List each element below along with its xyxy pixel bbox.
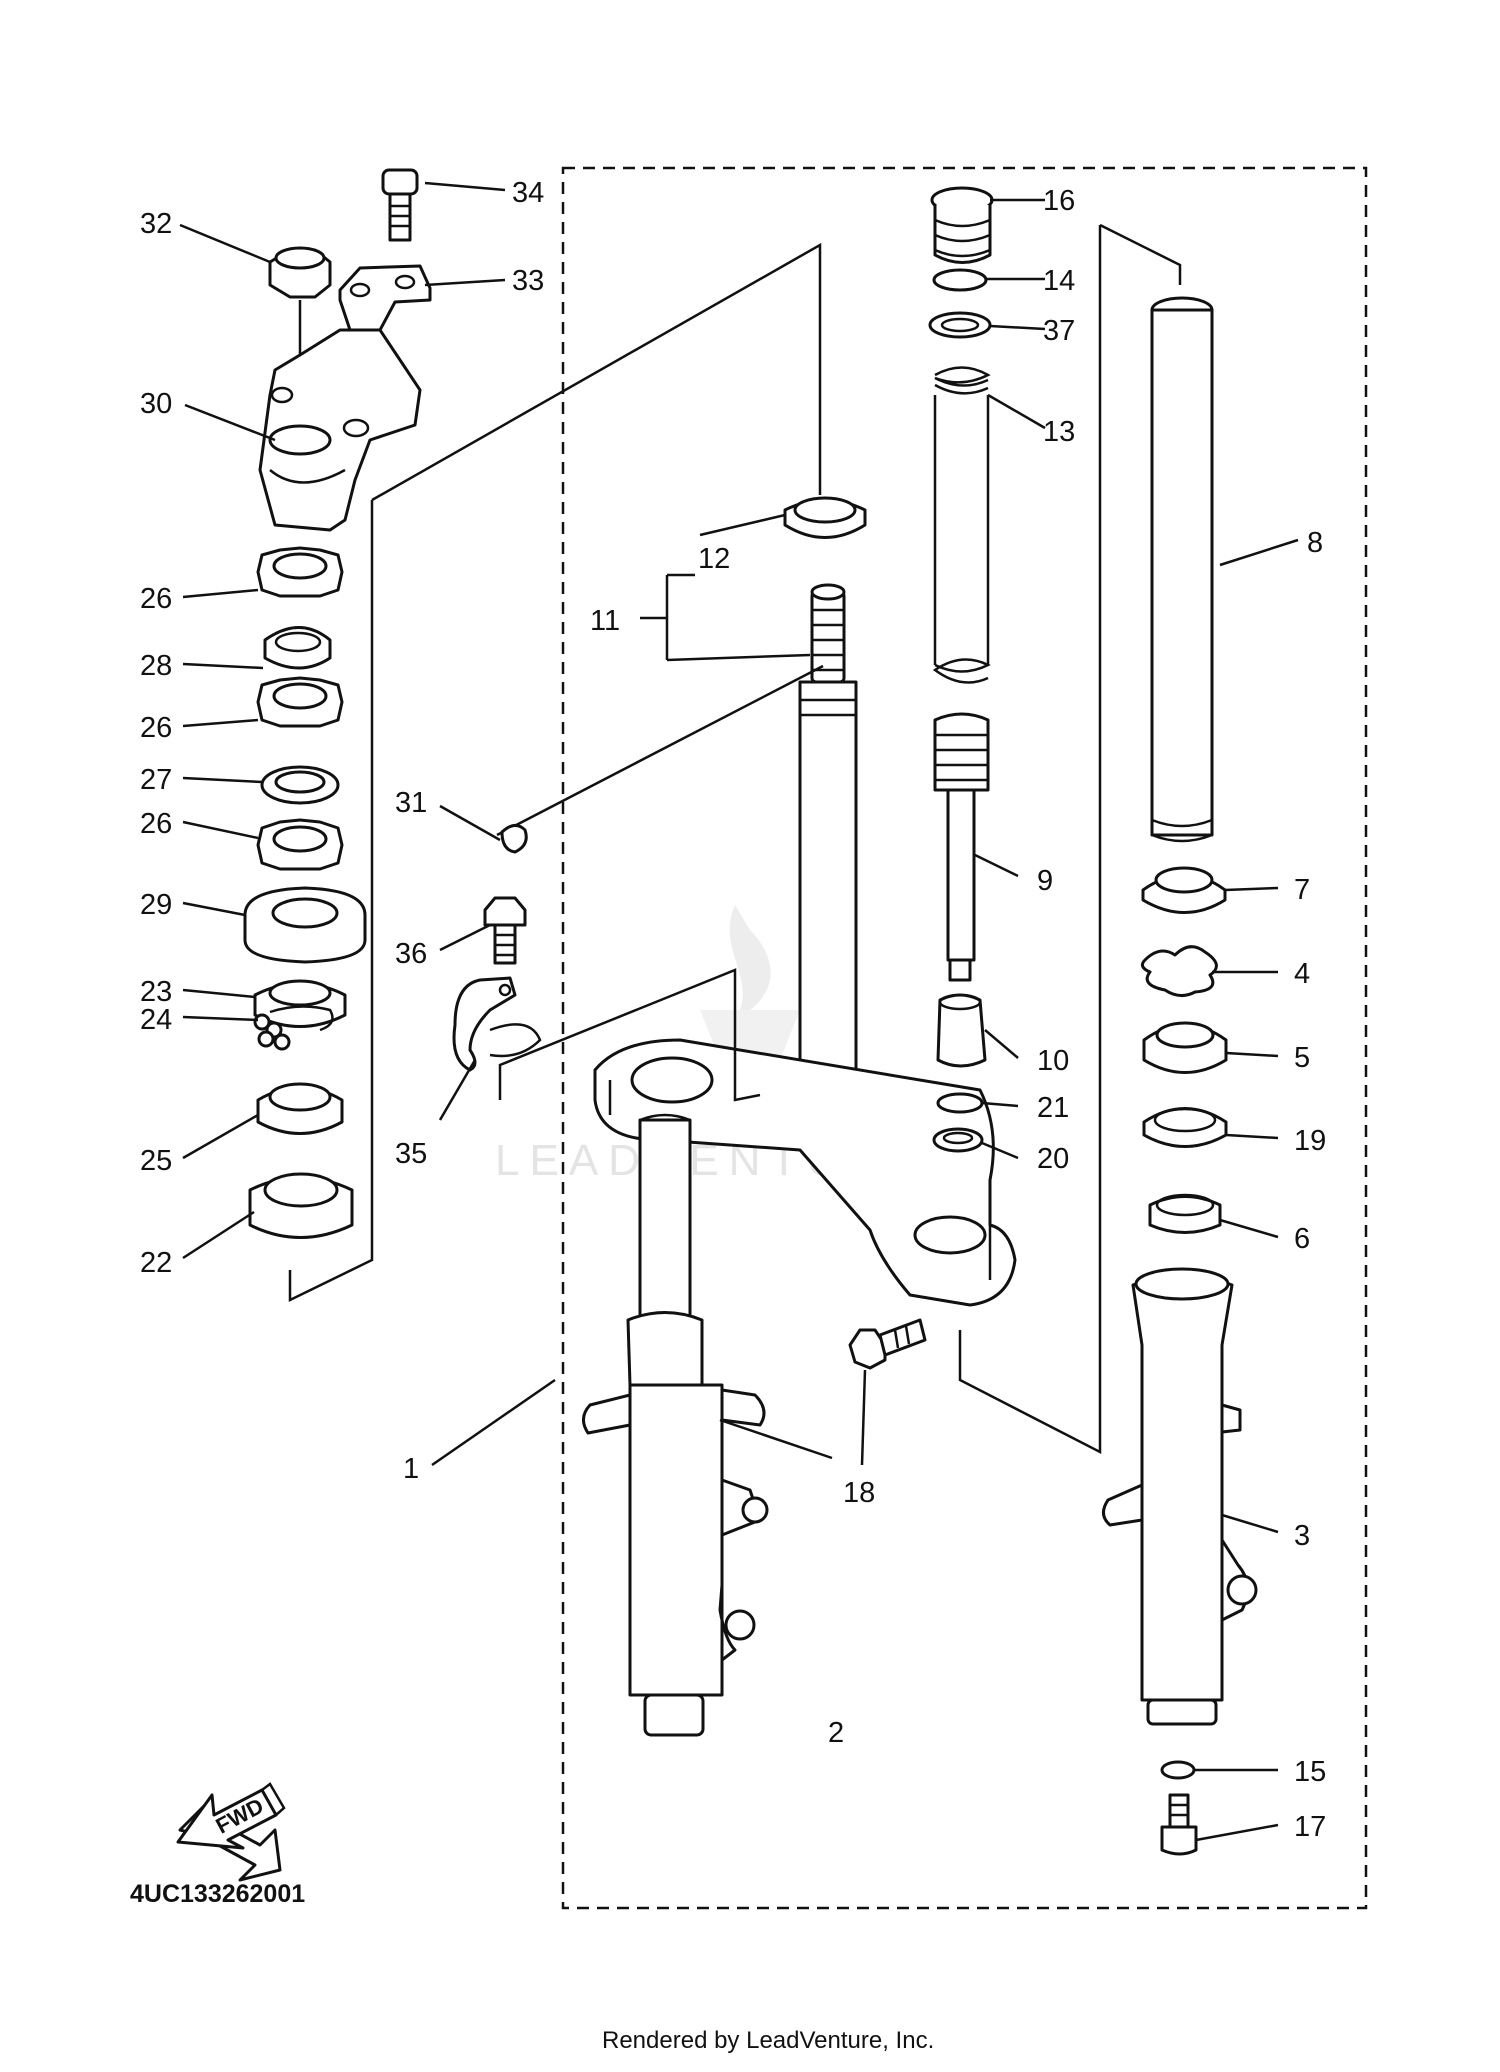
diagram-code: 4UC133262001: [130, 1880, 305, 1908]
part-1-fork-assembly: [638, 1113, 692, 1322]
part-11-steering-stem: [798, 583, 858, 1104]
callout-22: 22: [140, 1247, 172, 1279]
part-14-o-ring: [932, 268, 988, 292]
connector-upper-right: [1099, 223, 1182, 285]
callout-34: 34: [512, 177, 544, 209]
part-35-cable-guide: [452, 976, 542, 1072]
connector-cable-guide: [498, 968, 761, 1102]
callout-4: 4: [1294, 958, 1310, 990]
part-26-ring-nut-middle: [256, 676, 344, 728]
callout-8: 8: [1307, 527, 1323, 559]
connector-right-column: [958, 225, 1102, 1455]
part-26-ring-nut-bottom: [256, 818, 344, 871]
part-23-bearing-race-upper: [253, 979, 347, 1028]
part-13-fork-spring: [932, 366, 991, 684]
part-8-inner-tube: [1150, 296, 1214, 843]
watermark-logo-icon: [700, 905, 800, 1060]
part-9-damper-rod: [933, 712, 990, 982]
callout-7: 7: [1294, 874, 1310, 906]
callout-21: 21: [1037, 1092, 1069, 1124]
part-33-holder-clamp: [338, 264, 432, 332]
callout-15: 15: [1294, 1756, 1326, 1788]
callout-12: 12: [698, 543, 730, 575]
callouts: 1 2 3 4 5 6 7 8 9 10 11 12 13 14 15 16 1…: [140, 177, 1326, 1843]
part-19-washer: [1142, 1107, 1228, 1148]
callout-30: 30: [140, 388, 172, 420]
callout-35: 35: [395, 1138, 427, 1170]
part-6-slide-metal: [1148, 1193, 1222, 1234]
rendered-by-footer: Rendered by LeadVenture, Inc.: [602, 2027, 934, 2054]
callout-6: 6: [1294, 1223, 1310, 1255]
callout-26-bottom: 26: [140, 808, 172, 840]
callout-5: 5: [1294, 1042, 1310, 1074]
part-2-outer-tube-left: [582, 1311, 769, 1737]
part-32-nut: [268, 246, 332, 299]
part-10-oil-lock-piece: [936, 993, 987, 1068]
part-22-dust-seal: [248, 1172, 354, 1239]
leader-31-to-stem: [496, 664, 824, 837]
part-lower-bracket: [593, 1038, 1017, 1307]
callout-2: 2: [828, 1717, 844, 1749]
callout-29: 29: [140, 889, 172, 921]
part-37-washer: [928, 311, 992, 339]
part-18-bolt: [848, 1318, 927, 1370]
part-5-oil-seal: [1142, 1021, 1228, 1074]
part-25-bearing-race-lower: [256, 1082, 344, 1135]
callout-27: 27: [140, 764, 172, 796]
callout-1: 1: [403, 1453, 419, 1485]
connector-upper-stem: [371, 242, 822, 502]
part-7-dust-seal: [1141, 866, 1227, 914]
part-17-bolt: [1160, 1793, 1198, 1856]
part-24-ball-bearings: [253, 1005, 334, 1051]
callout-31: 31: [395, 787, 427, 819]
connector-left-stack: [288, 500, 374, 1303]
part-28-lock-washer: [263, 626, 332, 670]
callout-20: 20: [1037, 1143, 1069, 1175]
callout-13: 13: [1043, 416, 1075, 448]
callout-36: 36: [395, 938, 427, 970]
callout-16: 16: [1043, 185, 1075, 217]
callout-24: 24: [140, 1004, 172, 1036]
fwd-arrow-icon: [176, 1782, 286, 1850]
callout-37: 37: [1043, 315, 1075, 347]
callout-26-middle: 26: [140, 712, 172, 744]
callout-9: 9: [1037, 865, 1053, 897]
assembly-boundary-box: [561, 166, 1368, 1910]
callout-32: 32: [140, 208, 172, 240]
callout-26-top: 26: [140, 583, 172, 615]
callout-11: 11: [590, 605, 620, 637]
part-26-ring-nut-top: [256, 546, 344, 598]
part-3-outer-tube-right: [1102, 1267, 1258, 1726]
part-30-upper-bracket: [258, 328, 422, 532]
callout-19: 19: [1294, 1125, 1326, 1157]
part-34-bolt: [381, 168, 419, 242]
part-31-plug: [500, 824, 528, 854]
callout-18: 18: [843, 1477, 875, 1509]
part-16-cap-bolt: [930, 186, 994, 264]
part-21-circlip: [936, 1092, 984, 1114]
callout-10: 10: [1037, 1045, 1069, 1077]
callout-14: 14: [1043, 265, 1075, 297]
leader-lines: [179, 181, 1299, 1842]
callout-28: 28: [140, 650, 172, 682]
part-27-rubber-washer: [260, 765, 340, 805]
callout-25: 25: [140, 1145, 172, 1177]
callout-17: 17: [1294, 1811, 1326, 1843]
part-15-gasket: [1160, 1760, 1196, 1780]
callout-23: 23: [140, 976, 172, 1008]
part-36-bolt: [483, 896, 527, 965]
forward-direction-arrow: FWD: [176, 1782, 286, 1882]
part-4-retaining-clip: [1140, 945, 1218, 997]
part-29-bearing-cover: [243, 886, 367, 964]
callout-33: 33: [512, 265, 544, 297]
part-12-bearing-seal: [783, 496, 867, 539]
callout-3: 3: [1294, 1520, 1310, 1552]
part-20-washer: [932, 1127, 984, 1153]
